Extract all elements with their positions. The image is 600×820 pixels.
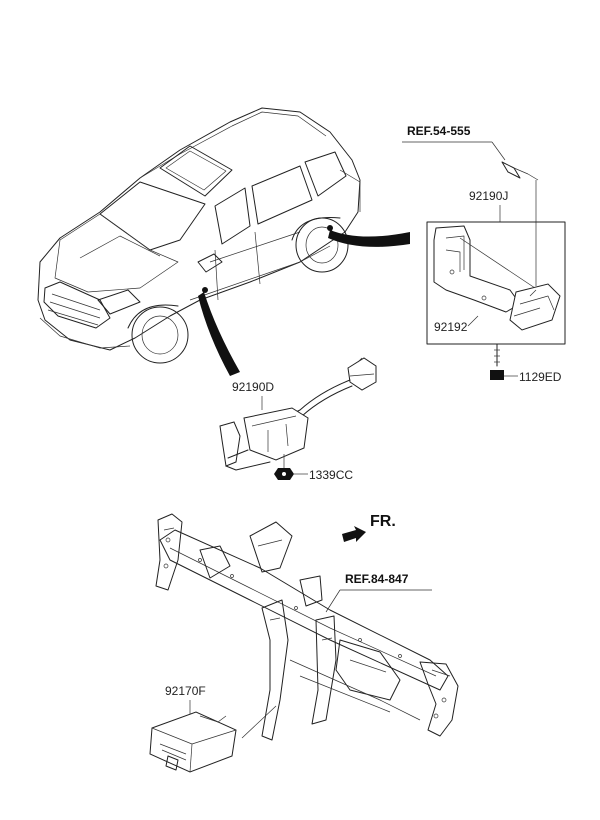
bolt-1129ED — [490, 343, 504, 380]
part-92192-label: 92192 — [434, 320, 468, 334]
inset-box-92190J — [426, 221, 566, 345]
cowl-cross-member — [155, 513, 459, 741]
callout-arrow-front — [198, 292, 240, 376]
callout-arrow-rear — [328, 230, 410, 247]
front-arrow-icon — [342, 526, 366, 542]
sensor-92190J — [509, 283, 561, 331]
part-1339CC-label: 1339CC — [309, 468, 353, 482]
ref-84-847-label: REF.84-847 — [345, 572, 409, 586]
part-92170F-label: 92170F — [165, 684, 206, 698]
part-92190J-label: 92190J — [469, 189, 508, 203]
nut-1339CC — [274, 468, 294, 480]
sensor-92190D — [219, 357, 377, 471]
module-92170F — [149, 711, 237, 773]
ref-54-555-label: REF.54-555 — [407, 124, 471, 138]
part-92190D-label: 92190D — [232, 380, 274, 394]
part-1129ED-label: 1129ED — [519, 370, 562, 384]
connector-pin — [501, 161, 539, 181]
front-indicator-label: FR. — [370, 513, 396, 530]
vehicle-illustration — [37, 107, 361, 364]
